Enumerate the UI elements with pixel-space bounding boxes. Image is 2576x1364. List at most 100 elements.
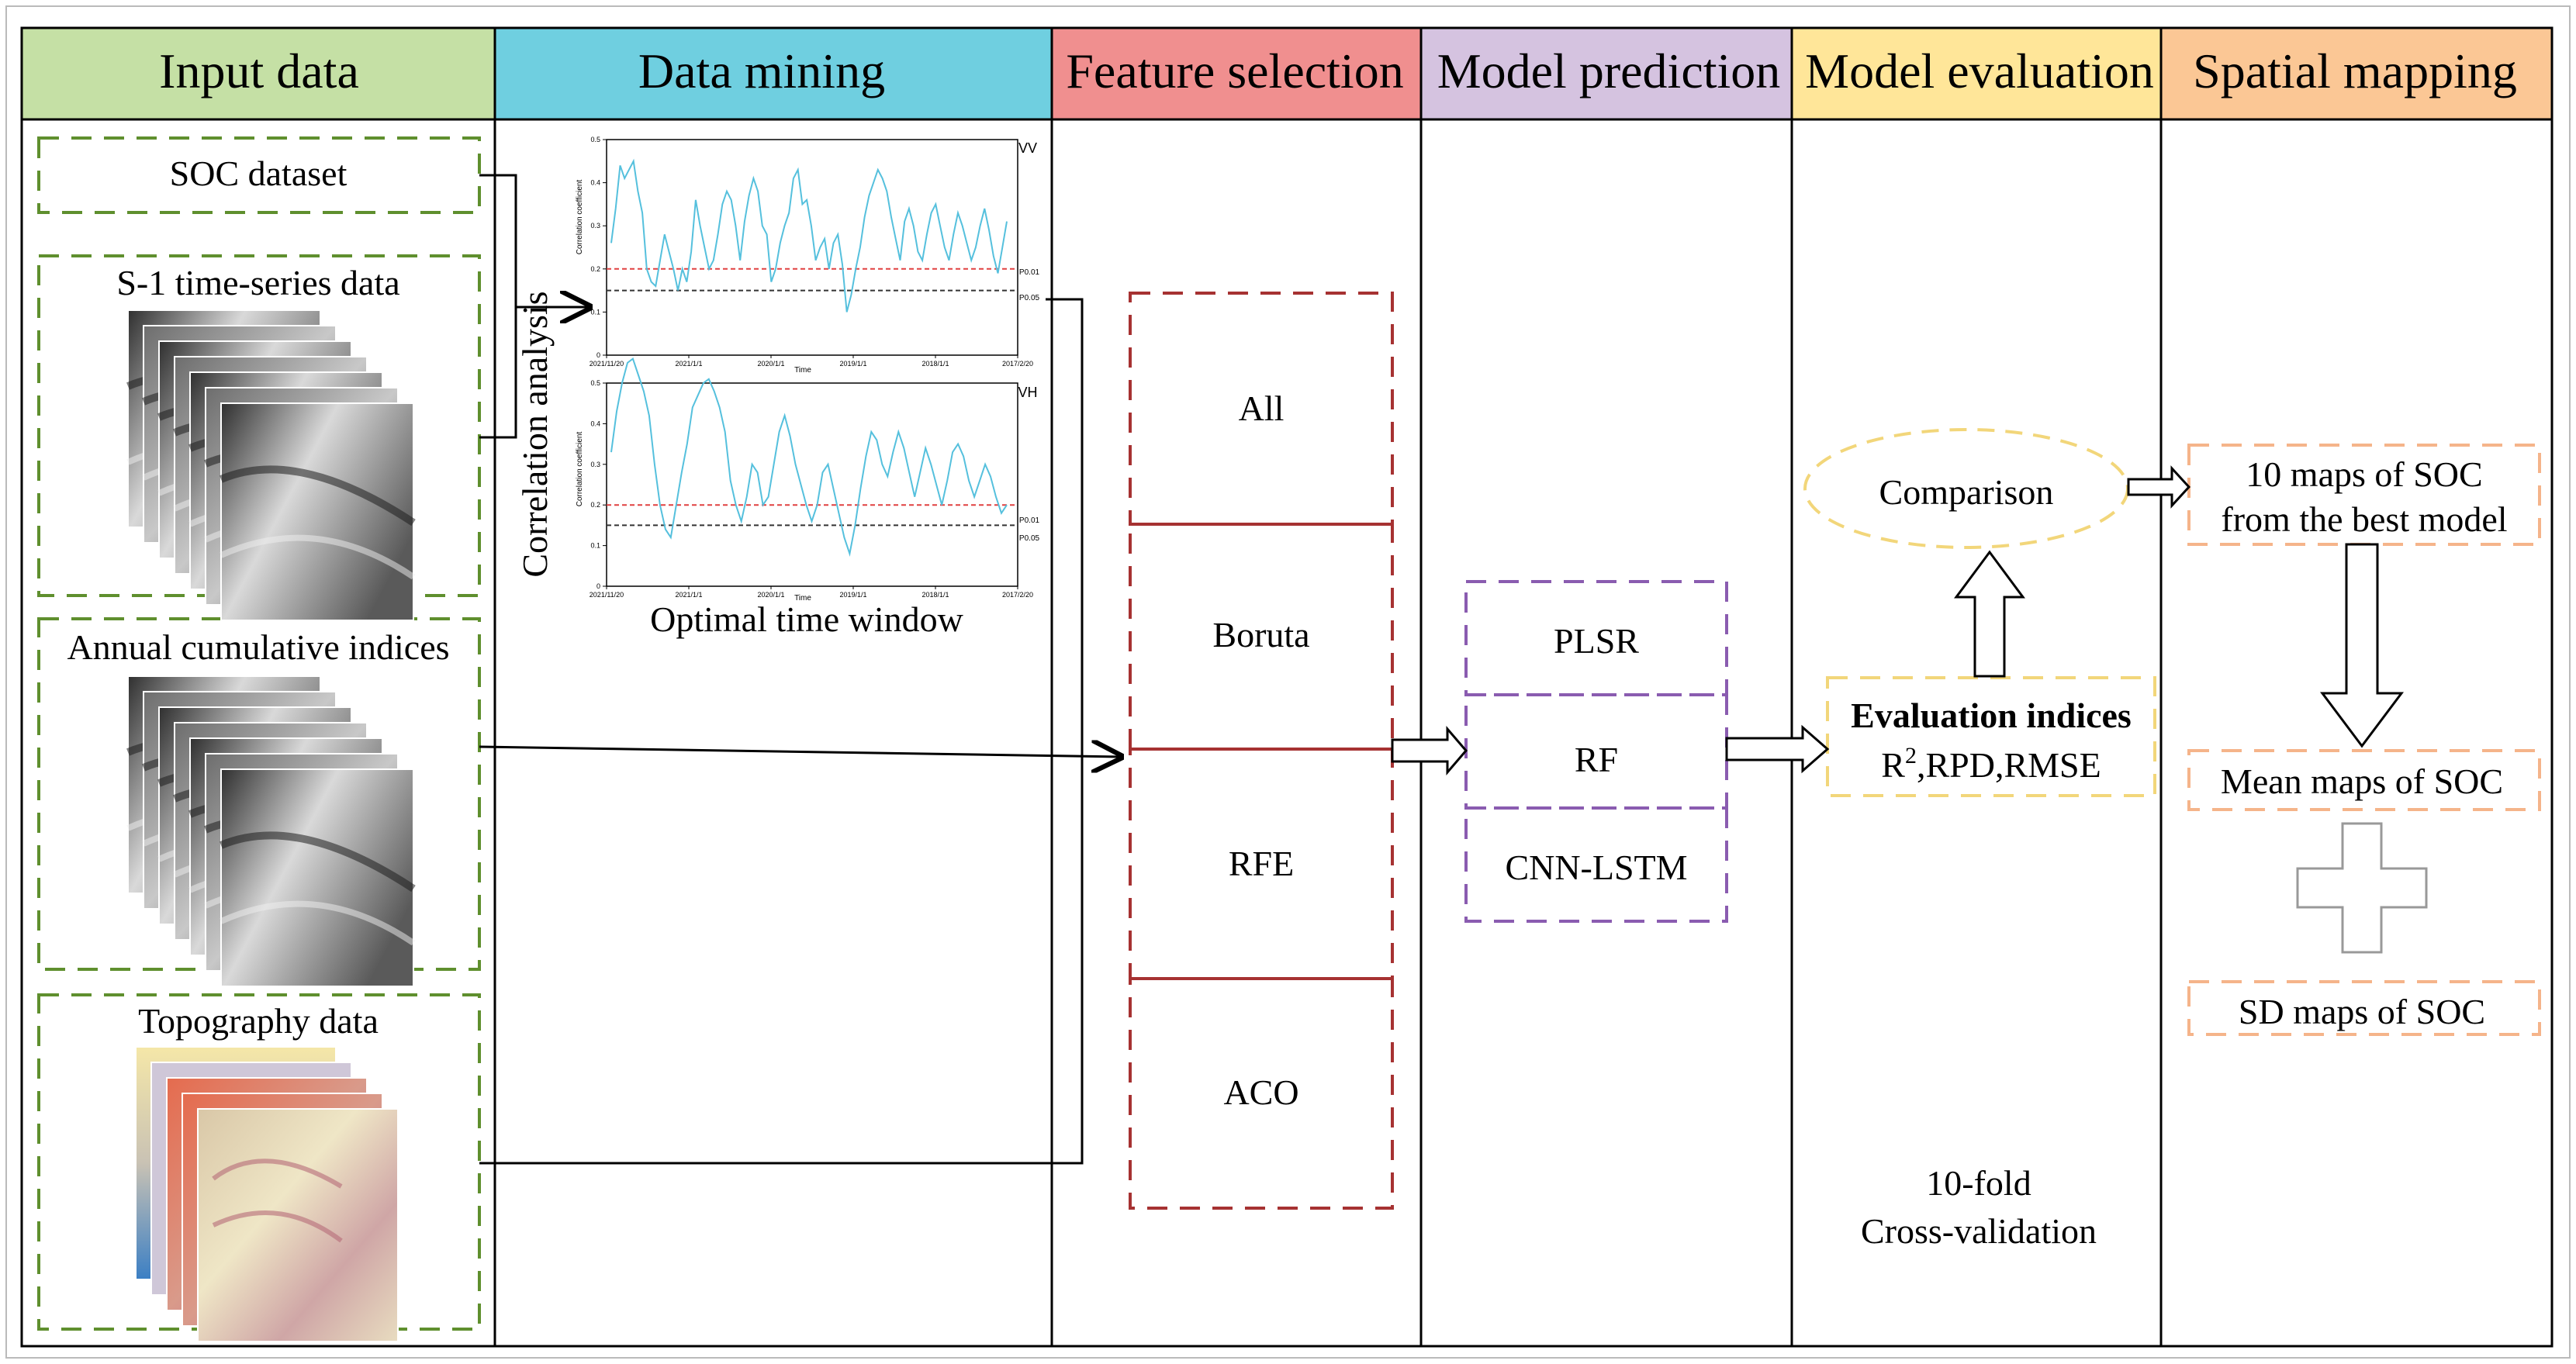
comparison-label: Comparison: [1879, 472, 2054, 512]
page-frame: [5, 5, 2571, 1359]
s1-image-stack-texture: [220, 534, 416, 580]
evaluation-indices-title: Evaluation indices: [1851, 696, 2132, 735]
y-tick-label: 0.3: [590, 222, 600, 230]
vv-tag: VV: [1018, 140, 1038, 156]
sd-maps-label: SD maps of SOC: [2238, 992, 2486, 1031]
soc-dataset-box: [37, 136, 481, 214]
header-bg-3: [1419, 26, 1793, 121]
mean-maps-box: [2187, 749, 2541, 811]
annual-image-stack-texture: [220, 900, 416, 946]
series-line-vv: [610, 158, 1008, 313]
feature-boruta: Boruta: [1212, 615, 1310, 654]
y-tick-label: 0.4: [590, 420, 600, 427]
y-tick-label: 0.5: [590, 136, 600, 143]
y-tick-label: 0: [596, 351, 600, 359]
x-tick-label: 2018/1/1: [921, 591, 949, 599]
optimal-window-label: Optimal time window: [650, 599, 963, 639]
header-model-evaluation: Model evaluation: [1805, 43, 2154, 98]
header-input-data: Input data: [159, 43, 359, 98]
vh-p005: P0.05: [1018, 534, 1040, 543]
cv-line2: Cross-validation: [1860, 1211, 2097, 1251]
model-to-eval-arrow: [1725, 724, 1830, 774]
s1-image-stack-texture: [220, 465, 416, 527]
outer-border: [20, 26, 2554, 1348]
topography-image-stack: [135, 1046, 399, 1342]
annual-indices-label: Annual cumulative indices: [67, 627, 450, 667]
s1-image-stack-layer: [220, 402, 414, 621]
soc-s1-bracket: [479, 174, 517, 439]
evaluation-indices-list: R2,RPD,RMSE: [1881, 744, 2101, 783]
chart-frame: [606, 382, 1018, 587]
model-cnn-lstm: CNN-LSTM: [1505, 848, 1688, 887]
y-tick-label: 0.2: [590, 501, 600, 509]
maps-line2: from the best model: [2221, 499, 2508, 539]
model-box-cnn-lstm: [1464, 806, 1728, 923]
feature-all: All: [1238, 388, 1285, 428]
model-plsr: PLSR: [1554, 621, 1639, 661]
y-tick-label: 0.4: [590, 179, 600, 187]
header-bg-5: [2159, 26, 2554, 121]
y-tick-label: 0.5: [590, 379, 600, 387]
vv-p001: P0.01: [1018, 268, 1040, 277]
vh-tag: VH: [1018, 385, 1038, 400]
s1-image-stack: [126, 309, 416, 621]
indices-sup: 2: [1904, 743, 1917, 768]
y-tick-label: 0.2: [590, 265, 600, 273]
x-tick-label: 2021/11/20: [590, 360, 624, 368]
vv-xlabel: Time: [794, 366, 811, 375]
maps-to-mean-arrow: [2320, 543, 2404, 748]
x-tick-label: 2019/1/1: [839, 591, 866, 599]
x-tick-label: 2021/1/1: [675, 360, 702, 368]
vv-p005: P0.05: [1018, 294, 1040, 302]
vv-ylabel: Correlation coefficient: [576, 179, 584, 255]
x-tick-label: 2021/11/20: [590, 591, 624, 599]
annual-to-feature-arrow: [479, 747, 1121, 757]
x-tick-label: 2020/1/1: [757, 360, 784, 368]
vh-ylabel: Correlation coefficient: [576, 431, 584, 507]
topography-texture: [212, 1159, 343, 1243]
s1-data-label: S-1 time-series data: [116, 263, 400, 302]
y-tick-label: 0.3: [590, 461, 600, 468]
vh-xlabel: Time: [794, 594, 811, 603]
evaluation-indices-box: [1826, 676, 2156, 797]
eval-to-comparison-arrow: [1954, 550, 2025, 678]
sd-maps-box: [2187, 980, 2541, 1036]
x-tick-label: 2017/2/20: [1002, 360, 1033, 368]
feature-box-boruta: [1129, 523, 1394, 751]
topography-layer: [197, 1108, 399, 1342]
plus-icon: [2296, 822, 2428, 954]
y-tick-label: 0.1: [590, 308, 600, 316]
maps-line1: 10 maps of SOC: [2246, 454, 2483, 494]
header-model-prediction: Model prediction: [1437, 43, 1781, 98]
chart-to-topo-connector: [479, 298, 1084, 1165]
x-tick-label: 2019/1/1: [839, 360, 866, 368]
topography-label: Topography data: [138, 1001, 379, 1041]
y-tick-label: 0.1: [590, 542, 600, 550]
feature-to-model-arrow: [1391, 725, 1468, 776]
annual-image-stack: [126, 675, 416, 987]
y-tick-label: 0: [596, 582, 600, 590]
vh-p001: P0.01: [1018, 516, 1040, 525]
cv-line1: 10-fold: [1926, 1163, 2031, 1203]
indices-rest: ,RPD,RMSE: [1916, 745, 2101, 785]
x-tick-label: 2020/1/1: [757, 591, 784, 599]
header-bg-0: [20, 26, 496, 121]
soc-dataset-label: SOC dataset: [169, 154, 348, 193]
mean-maps-label: Mean maps of SOC: [2220, 761, 2504, 801]
x-tick-label: 2018/1/1: [921, 360, 949, 368]
annual-image-stack-layer: [220, 768, 414, 987]
correlation-analysis-label: Correlation analysis: [515, 291, 555, 578]
header-data-mining: Data mining: [638, 43, 886, 98]
comparison-to-maps-arrow: [2127, 465, 2191, 509]
series-line-vh: [610, 357, 1008, 558]
header-spatial-mapping: Spatial mapping: [2193, 43, 2517, 98]
feature-aco: ACO: [1223, 1072, 1299, 1112]
header-bg-1: [493, 26, 1053, 121]
feature-rfe: RFE: [1228, 844, 1295, 883]
header-bg-4: [1790, 26, 2163, 121]
annual-image-stack-texture: [220, 831, 416, 893]
